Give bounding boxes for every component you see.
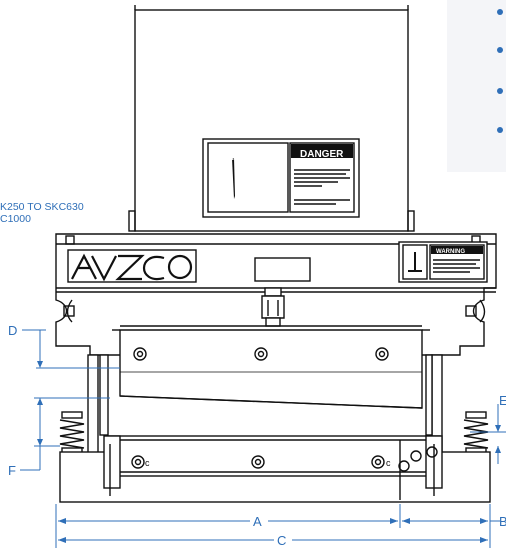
left-slot [63,305,75,317]
housing-bracket-left [128,210,136,232]
warning-text-box [429,244,485,280]
bolt-mark-left: c [145,458,150,468]
info-bullet [497,9,503,15]
warning-heading: WARNING [436,249,465,255]
model-range-label: K250 TO SKC630 C1000 [0,201,84,225]
upper-blade [119,329,423,409]
dimension-label-c: C [277,533,286,548]
spring-right [463,411,489,455]
right-slot [465,305,477,317]
lower-blade [105,435,441,477]
info-bullet [497,127,503,133]
housing-bracket-right [407,210,415,232]
model-range-line2: C1000 [0,213,31,225]
brand-logo [71,253,193,282]
dimension-label-a: A [253,514,262,529]
dimension-label-f: F [8,463,16,478]
model-range-line1: K250 TO SKC630 [0,201,84,213]
fitting-body [261,295,285,319]
dimension-lines [20,329,506,548]
spring-left [59,411,85,455]
body-bolt-left [65,235,75,245]
centre-name-plate [254,257,311,282]
danger-text-lines [294,169,350,205]
bolt-mark-right: c [386,458,391,468]
danger-heading: DANGER [217,152,261,163]
danger-label-pictogram [207,142,289,213]
info-panel [447,0,506,172]
dimension-label-d: D [8,323,17,338]
dimension-label-e: E [499,393,506,408]
info-bullet [497,88,503,94]
danger-heading-text: DANGER [300,149,344,160]
danger-text-box [289,142,355,213]
dimension-label-b: B [499,514,506,529]
danger-pictogram-figure [232,158,235,199]
warning-pictogram [402,244,428,280]
warning-heading-bar [431,246,483,254]
info-bullet [497,47,503,53]
danger-heading-bar [291,144,353,158]
guide-post-left [87,354,99,456]
fitting-top [264,287,282,297]
